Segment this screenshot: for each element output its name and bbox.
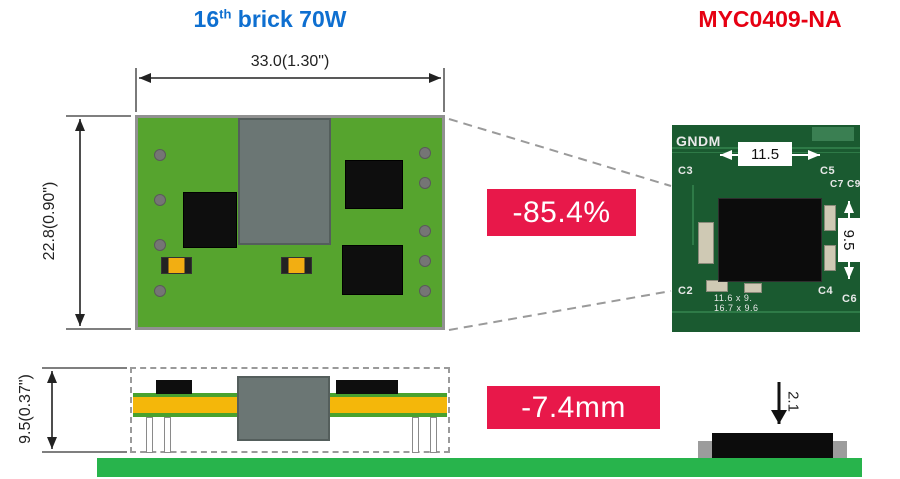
side-component-left xyxy=(156,380,192,394)
capacitor-left xyxy=(161,257,192,274)
side-pin xyxy=(164,417,171,453)
left-title-sup: th xyxy=(219,6,232,22)
side-component-right xyxy=(336,380,398,394)
side-pin xyxy=(412,417,419,453)
silkscreen-c4: C4 xyxy=(818,285,834,297)
capacitor-center xyxy=(281,257,312,274)
pin xyxy=(419,147,431,159)
silkscreen-gndm: GNDM xyxy=(676,133,721,149)
zoom-connector-bottom xyxy=(448,290,672,331)
ic-right-bottom xyxy=(342,245,403,295)
silkscreen-note2: 16.7 x 9.6 xyxy=(714,303,759,313)
pcb-trace xyxy=(692,185,694,245)
right-module-title: MYC0409-NA xyxy=(698,6,842,32)
side-transformer-block xyxy=(237,376,330,441)
module-width-dim-label: 11.5 xyxy=(738,142,792,166)
left-title-rest: brick 70W xyxy=(231,6,347,32)
capacitor xyxy=(824,205,836,231)
side-pin xyxy=(430,417,437,453)
capacitor xyxy=(698,222,714,264)
pcb-pad xyxy=(812,127,854,141)
module-side-height-dim-label: 2.1 xyxy=(784,391,802,412)
silkscreen-note1: 11.6 x 9. xyxy=(714,293,753,303)
left-title-base: 16 xyxy=(193,6,220,32)
silkscreen-c7c9: C7 C9 xyxy=(830,179,860,190)
capacitor xyxy=(706,280,728,292)
pin xyxy=(419,225,431,237)
ic-left xyxy=(183,192,237,248)
pin xyxy=(154,285,166,297)
brick-width-dim-label: 33.0(1.30") xyxy=(250,53,330,70)
pin xyxy=(154,149,166,161)
zoom-connector-top xyxy=(448,118,672,187)
side-pin xyxy=(146,417,153,453)
side-view-envelope xyxy=(130,367,450,453)
height-reduction-badge: -7.4mm xyxy=(487,386,660,429)
module-side-view xyxy=(712,433,833,458)
pin xyxy=(154,239,166,251)
solder-pad-right xyxy=(833,441,847,458)
solder-pad-left xyxy=(698,441,712,458)
silkscreen-c3: C3 xyxy=(678,165,694,177)
capacitor xyxy=(744,283,762,293)
silkscreen-c6: C6 xyxy=(842,293,858,305)
brick-side-height-dim-label: 9.5(0.37") xyxy=(17,374,34,444)
brick-height-dim-label: 22.8(0.90") xyxy=(41,181,58,261)
pin xyxy=(154,194,166,206)
module-height-dim-label: 9.5 xyxy=(838,218,860,262)
area-reduction-badge: -85.4% xyxy=(487,189,636,236)
transformer-block xyxy=(238,118,331,245)
ic-right-top xyxy=(345,160,403,209)
carrier-board xyxy=(97,458,862,477)
pin xyxy=(419,255,431,267)
pcb-trace xyxy=(672,311,860,313)
left-module-title: 16th brick 70W xyxy=(130,6,410,33)
capacitor xyxy=(824,245,836,271)
brick-top-view xyxy=(135,115,445,330)
silkscreen-c2: C2 xyxy=(678,285,694,297)
pin xyxy=(419,285,431,297)
silkscreen-c5: C5 xyxy=(820,165,836,177)
myc0409-module-body xyxy=(718,198,822,282)
pin xyxy=(419,177,431,189)
